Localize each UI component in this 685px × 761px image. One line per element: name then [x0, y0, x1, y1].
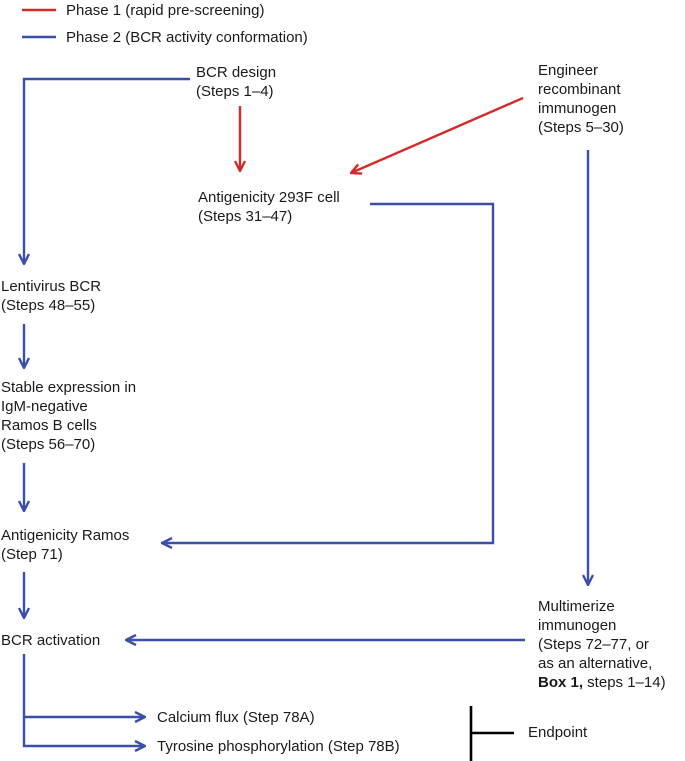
node-line: (Steps 31–47) — [198, 208, 293, 225]
box-reference: Box 1, — [538, 674, 584, 691]
node-antigenicity-293f: Antigenicity 293F cell (Steps 31–47) — [198, 188, 340, 226]
node-bcr-design: BCR design (Steps 1–4) — [196, 63, 276, 101]
node-multimerize: Multimerize immunogen (Steps 72–77, or a… — [538, 597, 666, 692]
node-line: (Step 71) — [1, 546, 63, 563]
edge-bcr-design-to-lentivirus — [24, 77, 190, 264]
node-tyrosine-phosphorylation: Tyrosine phosphorylation (Step 78B) — [157, 737, 400, 756]
node-line: Ramos B cells — [1, 417, 97, 434]
node-line: recombinant — [538, 81, 621, 98]
edge-bcr-activation-to-tyrosine — [22, 654, 145, 746]
node-line: Lentivirus BCR — [1, 278, 102, 295]
node-line: as an alternative, — [538, 655, 653, 672]
node-line: Stable expression in — [1, 379, 137, 396]
node-line-rest: steps 1–14) — [583, 674, 666, 691]
edge-immunogen-to-antigenicity-293f — [351, 96, 524, 173]
node-line: IgM-negative — [1, 398, 88, 415]
node-line: immunogen — [538, 100, 617, 117]
legend-phase2-label: Phase 2 (BCR activity conformation) — [66, 29, 308, 46]
node-engineer-immunogen: Engineer recombinant immunogen (Steps 5–… — [538, 61, 624, 137]
node-lentivirus-bcr: Lentivirus BCR (Steps 48–55) — [1, 277, 101, 315]
node-line: (Steps 72–77, or — [538, 636, 649, 653]
legend-phase1-label: Phase 1 (rapid pre-screening) — [66, 2, 265, 19]
node-line: Antigenicity Ramos — [1, 527, 130, 544]
node-antigenicity-ramos: Antigenicity Ramos (Step 71) — [1, 526, 129, 564]
node-line: (Steps 1–4) — [196, 83, 274, 100]
node-line: immunogen — [538, 617, 617, 634]
edge-antigenicity-293f-to-antigenicity-ramos — [162, 202, 495, 543]
node-line: Tyrosine phosphorylation (Step 78B) — [157, 738, 400, 755]
node-line: Engineer — [538, 62, 599, 79]
node-endpoint: Endpoint — [528, 723, 587, 742]
node-line: (Steps 5–30) — [538, 119, 624, 136]
node-line: Endpoint — [528, 724, 588, 741]
node-stable-expression: Stable expression in IgM-negative Ramos … — [1, 378, 136, 454]
node-line: Calcium flux (Step 78A) — [157, 709, 315, 726]
node-line: BCR activation — [1, 632, 101, 649]
node-calcium-flux: Calcium flux (Step 78A) — [157, 708, 315, 727]
node-line: BCR design — [196, 64, 277, 81]
node-line: Box 1, steps 1–14) — [538, 673, 666, 692]
node-line: (Steps 56–70) — [1, 436, 96, 453]
node-line: Antigenicity 293F cell — [198, 189, 340, 206]
node-line: Multimerize — [538, 598, 615, 615]
node-line: (Steps 48–55) — [1, 297, 96, 314]
node-bcr-activation: BCR activation — [1, 631, 100, 650]
